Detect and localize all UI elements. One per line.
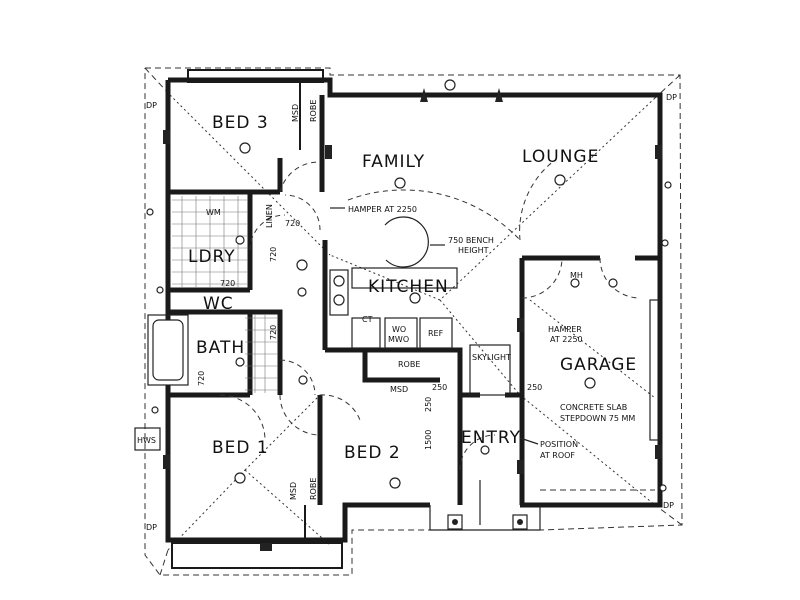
label-skylight: SKYLIGHT: [472, 353, 511, 362]
room-label-kitchen: KITCHEN: [368, 277, 449, 297]
label-ct: CT: [362, 315, 373, 324]
label-hws: HWS: [137, 436, 156, 445]
external-walls: [165, 69, 663, 569]
ceiling-lights: [146, 79, 672, 492]
room-label-bed3: BED 3: [212, 113, 269, 133]
label-dp-1: DP: [146, 101, 157, 110]
label-wm: WM: [206, 208, 221, 217]
label-robe-bed1: ROBE: [309, 478, 318, 500]
door-swings: [219, 159, 641, 471]
label-dp-4: DP: [663, 501, 674, 510]
wall-posts: [163, 88, 662, 551]
room-label-wc: WC: [203, 294, 234, 314]
room-label-ldry: LDRY: [188, 247, 236, 267]
label-msd-bed3: MSD: [291, 104, 300, 122]
label-robe-bed3: ROBE: [309, 100, 318, 122]
label-dp-3: DP: [146, 523, 157, 532]
roof-outline: [144, 67, 683, 576]
bath-tub: [147, 314, 189, 386]
note-hamper-garage-2: AT 2250: [550, 335, 583, 344]
dim-720-bath-a: 720: [269, 325, 278, 340]
plan-notes: HAMPER AT 2250 750 BENCH HEIGHT HAMPER A…: [330, 205, 635, 460]
label-msd-bed2: MSD: [390, 385, 408, 394]
dim-720-wc: 720: [220, 279, 235, 288]
room-label-lounge: LOUNGE: [522, 147, 599, 167]
label-robe-kitchen: ROBE: [398, 360, 420, 369]
dim-250-c: 250: [527, 383, 542, 392]
internal-walls: [168, 80, 600, 540]
roof-hip-lines: [167, 94, 656, 551]
room-label-garage: GARAGE: [560, 355, 637, 375]
note-hamper-family: HAMPER AT 2250: [348, 205, 417, 214]
dim-720-bath-b: 720: [197, 371, 206, 386]
dim-250-b: 250: [424, 397, 433, 412]
garage-door: [540, 299, 661, 491]
room-label-bed1: BED 1: [212, 438, 269, 458]
dim-720-ldry: 720: [269, 247, 278, 262]
dim-250-a: 250: [432, 383, 447, 392]
label-ref: REF: [428, 329, 444, 338]
room-label-family: FAMILY: [362, 152, 425, 172]
note-bench-height-1: 750 BENCH: [448, 236, 494, 245]
room-label-entry: ENTRY: [461, 428, 521, 448]
label-mwo: MWO: [388, 335, 409, 344]
room-label-bed2: BED 2: [344, 443, 401, 463]
kitchen-fixtures: [329, 216, 458, 349]
dimensions: 720 720 720 720 720 250 250 250 1500: [197, 219, 542, 450]
entry-porch: [429, 344, 541, 531]
note-slab-2: STEPDOWN 75 MM: [560, 414, 635, 423]
label-dp-2: DP: [666, 93, 677, 102]
note-slab-1: CONCRETE SLAB: [560, 403, 627, 412]
note-position-1: POSITION: [540, 440, 578, 449]
note-position-2: AT ROOF: [540, 451, 575, 460]
room-labels: BED 3 FAMILY LOUNGE LDRY WC BATH KITCHEN…: [188, 113, 637, 463]
fixture-labels: MSD ROBE WM LINEN CT WO MWO REF ROBE MSD…: [137, 93, 677, 532]
label-wo: WO: [392, 325, 406, 334]
room-label-bath: BATH: [196, 338, 245, 358]
label-linen: LINEN: [265, 204, 274, 228]
note-bench-height-2: HEIGHT: [458, 246, 489, 255]
hws-unit: [134, 427, 161, 451]
label-msd-bed1: MSD: [289, 482, 298, 500]
note-hamper-garage-1: HAMPER: [548, 325, 582, 334]
label-mh: MH: [570, 271, 583, 280]
wet-area-tiles: [172, 196, 278, 393]
dim-1500: 1500: [424, 430, 433, 450]
dim-720-linen: 720: [285, 219, 300, 228]
